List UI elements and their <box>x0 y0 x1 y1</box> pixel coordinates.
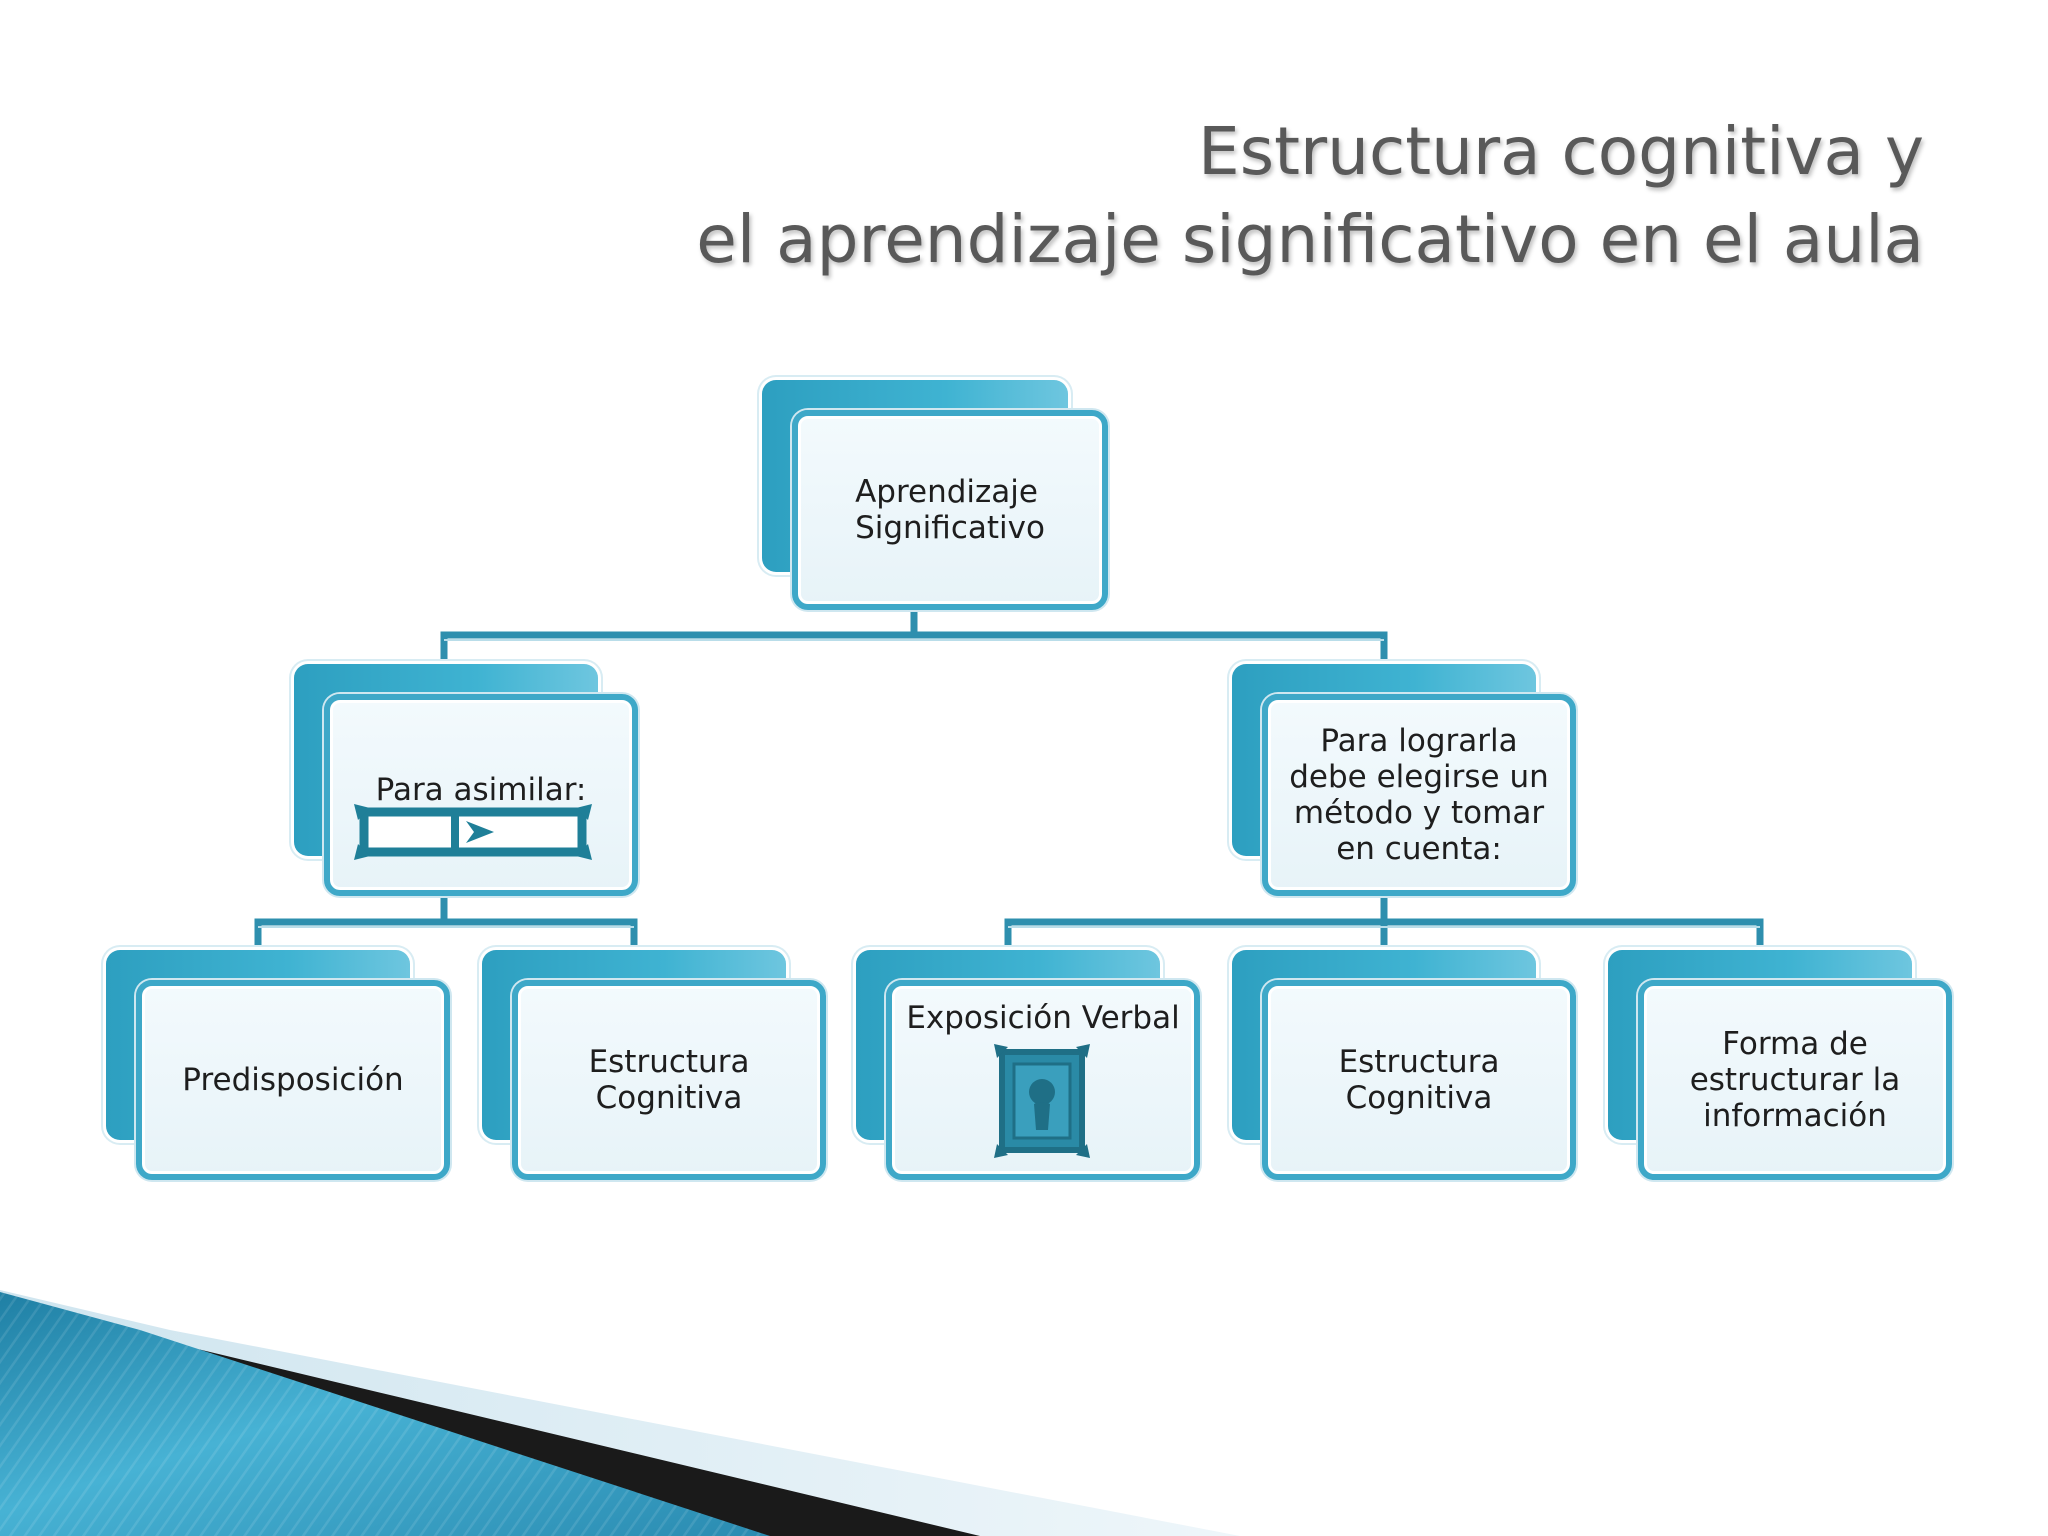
node-right-child-2-label: Estructura Cognitiva <box>1338 1044 1500 1116</box>
double-arrow-placeholder-icon <box>354 804 592 860</box>
node-left-child-1: Predisposición <box>106 950 450 1180</box>
node-left-child-2: Estructura Cognitiva <box>482 950 826 1180</box>
node-left-branch-label: Para asimilar: <box>375 772 587 808</box>
node-right-child-1-label: Exposición Verbal <box>906 1000 1180 1036</box>
node-left-child-1-label: Predisposición <box>182 1062 404 1098</box>
node-left-child-2-label: Estructura Cognitiva <box>588 1044 750 1116</box>
portrait-picture-icon <box>994 1044 1090 1158</box>
slide-title: Estructura cognitiva y el aprendizaje si… <box>696 108 1924 284</box>
node-right-child-2: Estructura Cognitiva <box>1232 950 1576 1180</box>
node-right-branch-label: Para lograrla debe elegirse un método y … <box>1289 723 1549 867</box>
node-root: Aprendizaje Significativo <box>762 380 1108 610</box>
node-root-label: Aprendizaje Significativo <box>855 474 1045 546</box>
node-left-branch: Para asimilar: <box>294 664 638 896</box>
node-right-child-3: Forma de estructurar la información <box>1608 950 1952 1180</box>
title-line-2: el aprendizaje significativo en el aula <box>696 201 1924 278</box>
node-right-child-3-label: Forma de estructurar la información <box>1689 1026 1901 1134</box>
node-right-branch: Para lograrla debe elegirse un método y … <box>1232 664 1576 896</box>
node-right-child-1: Exposición Verbal <box>856 950 1200 1180</box>
title-line-1: Estructura cognitiva y <box>1198 113 1924 190</box>
